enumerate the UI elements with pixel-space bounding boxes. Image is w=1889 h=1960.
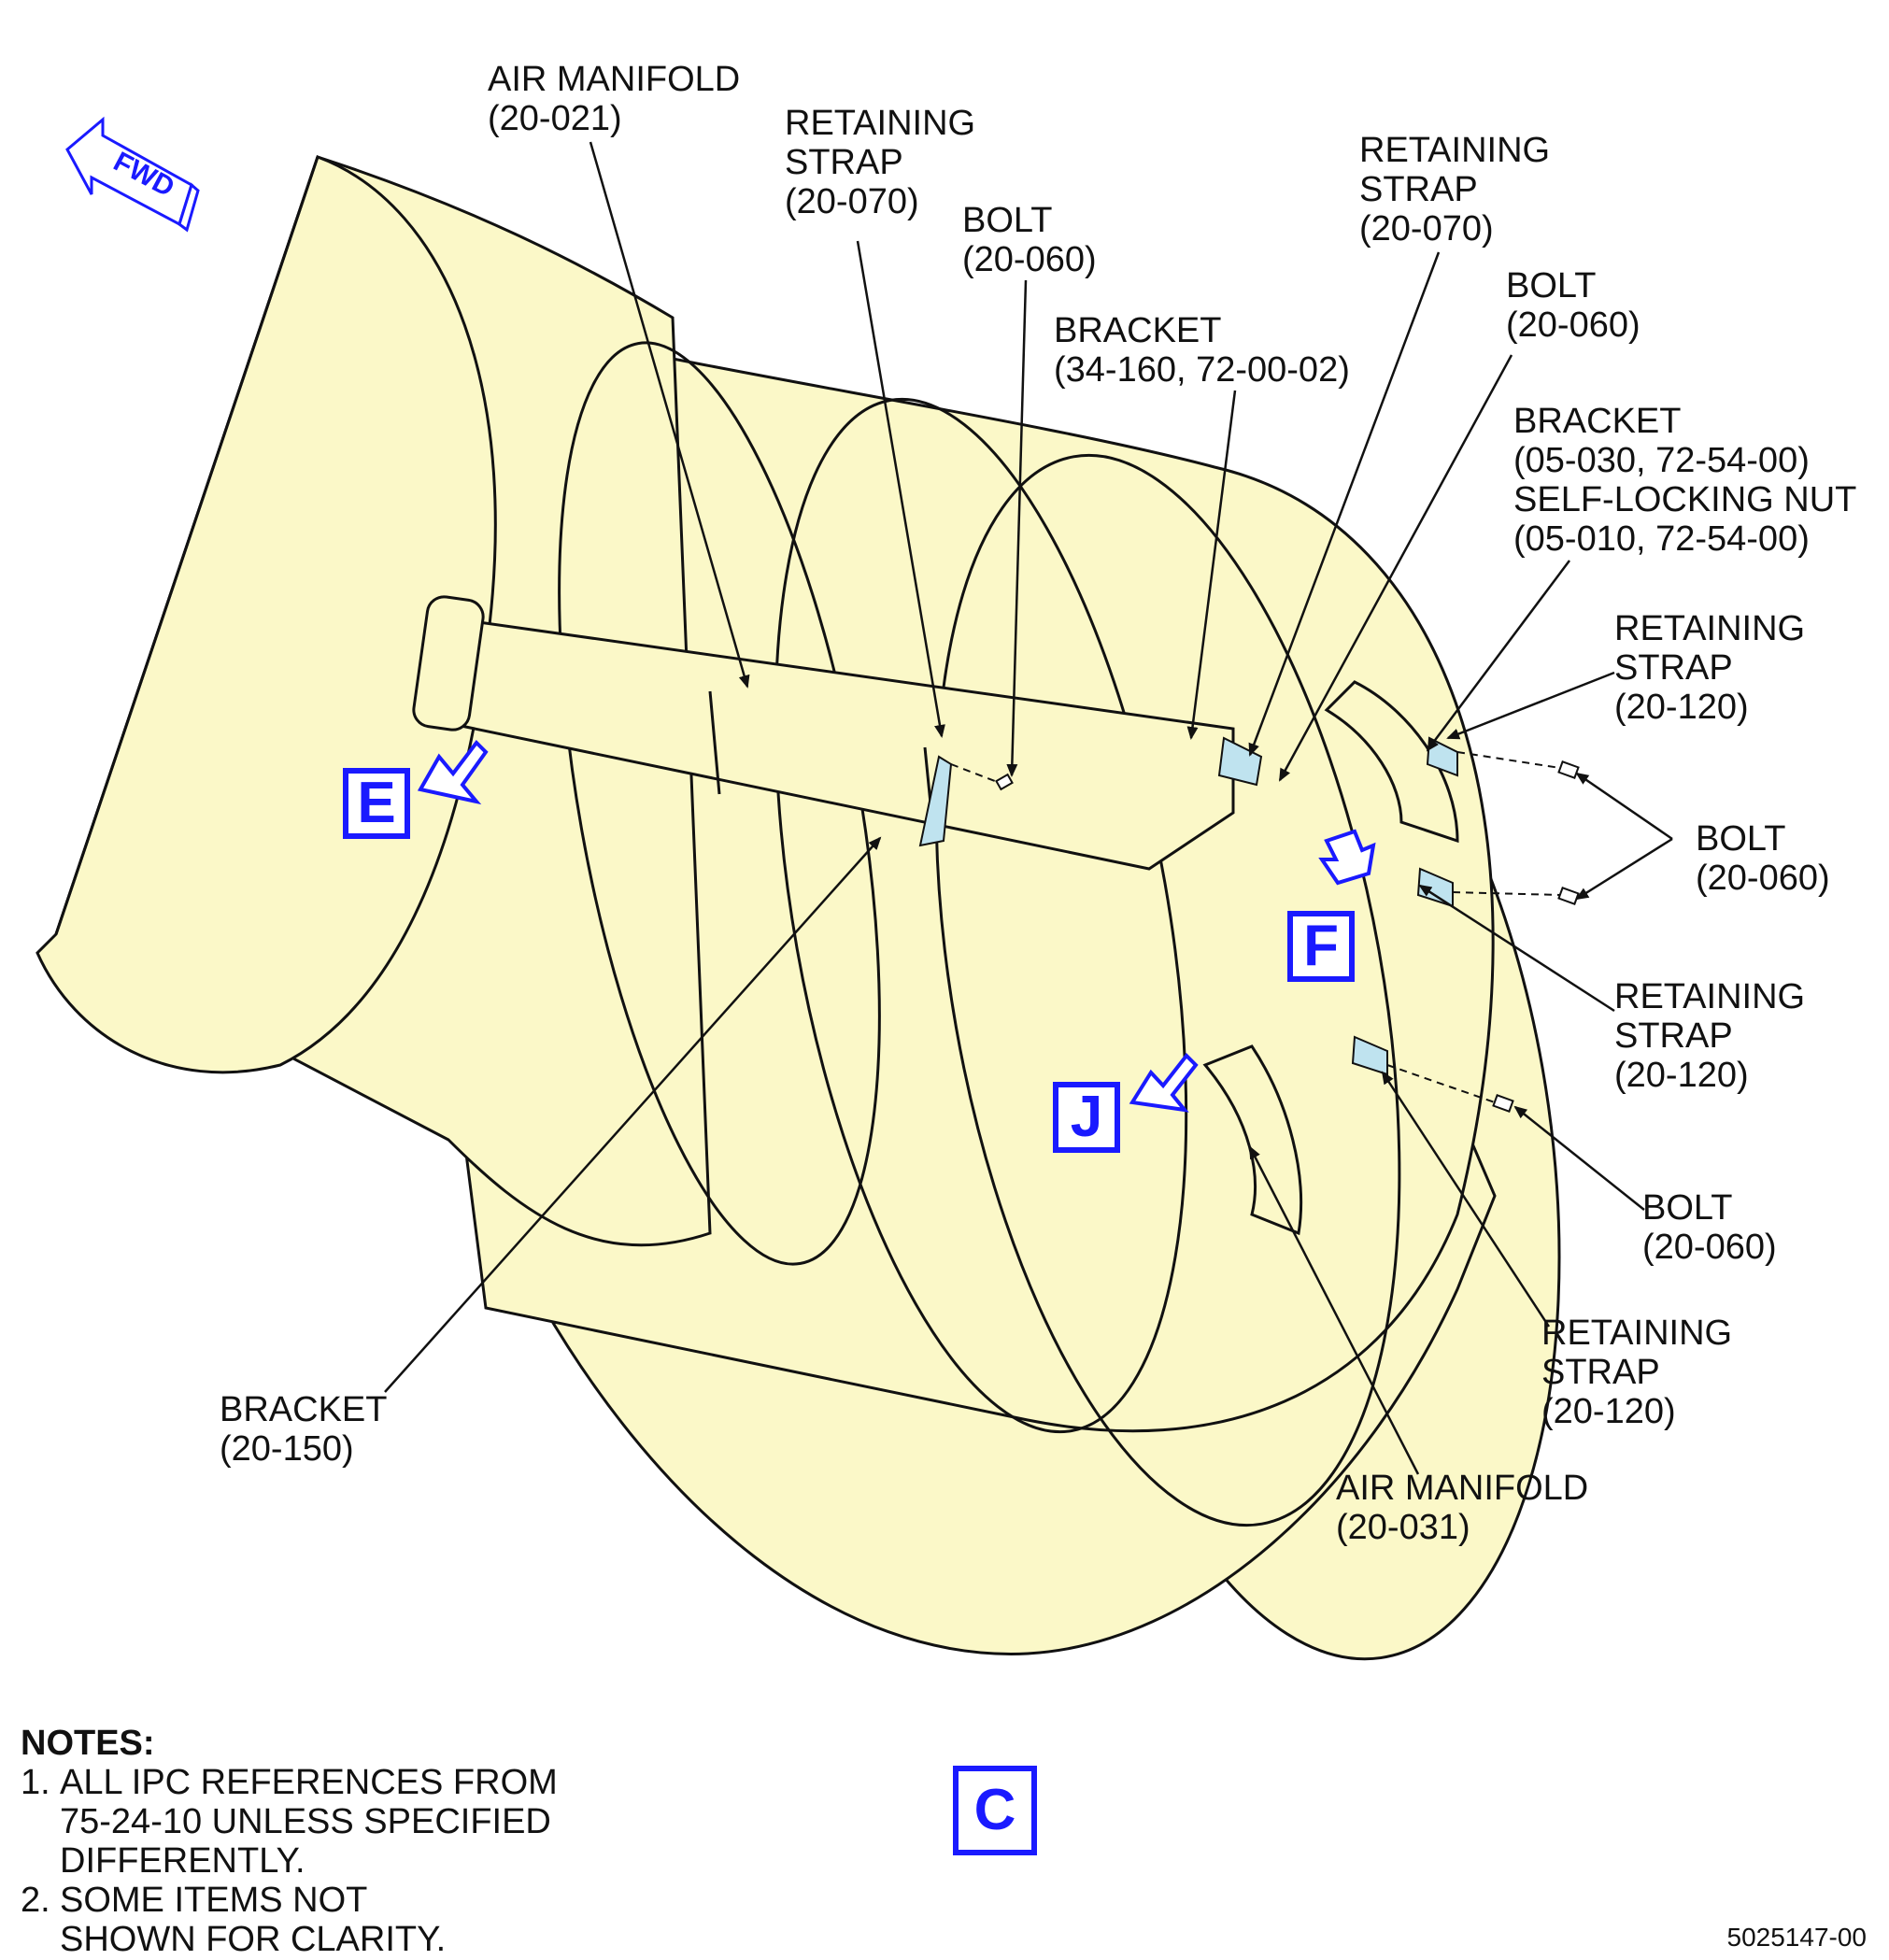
callout-retaining-strap-20-070-left: RETAINING STRAP (20-070)	[785, 104, 976, 221]
callout-bolt-20-060-right-2: BOLT (20-060)	[1642, 1188, 1777, 1267]
callout-retaining-strap-20-120-1: RETAINING STRAP (20-120)	[1614, 609, 1806, 727]
view-f-label: F	[1287, 911, 1355, 982]
view-j-label: J	[1053, 1082, 1120, 1153]
callout-air-manifold-20-021: AIR MANIFOLD (20-021)	[488, 60, 741, 138]
bolt-dashed-lines	[950, 751, 1561, 1103]
notes-heading: NOTES:	[21, 1724, 155, 1763]
callout-bolt-20-060-right-1: BOLT (20-060)	[1696, 819, 1830, 898]
note-item-1: 1. ALL IPC REFERENCES FROM 75-24-10 UNLE…	[21, 1763, 558, 1881]
callout-bracket-20-150: BRACKET (20-150)	[220, 1390, 388, 1469]
callout-bolt-20-060-top-right: BOLT (20-060)	[1506, 266, 1640, 345]
callout-retaining-strap-20-120-2: RETAINING STRAP (20-120)	[1614, 977, 1806, 1095]
engine-casing	[36, 155, 1561, 1661]
callout-bracket-self-locking-nut: BRACKET (05-030, 72-54-00) SELF-LOCKING …	[1513, 402, 1857, 559]
view-e-label: E	[343, 768, 410, 839]
fwd-arrow-icon: FWD	[65, 116, 200, 233]
bolt-markers	[995, 760, 1580, 1113]
callout-retaining-strap-20-070-right: RETAINING STRAP (20-070)	[1359, 131, 1551, 249]
callout-air-manifold-20-031: AIR MANIFOLD (20-031)	[1336, 1469, 1589, 1547]
note-item-2: 2. SOME ITEMS NOT SHOWN FOR CLARITY.	[21, 1881, 558, 1959]
note-text: SOME ITEMS NOT SHOWN FOR CLARITY.	[60, 1881, 447, 1959]
drawing-number: 5025147-00	[1726, 1923, 1867, 1952]
callout-retaining-strap-20-120-3: RETAINING STRAP (20-120)	[1541, 1314, 1733, 1431]
view-c-label: C	[953, 1766, 1037, 1855]
leader-lines	[384, 141, 1673, 1475]
callout-bracket-34-160: BRACKET (34-160, 72-00-02)	[1054, 311, 1350, 390]
note-number: 1.	[21, 1763, 50, 1802]
note-number: 2.	[21, 1881, 50, 1920]
retaining-strap-highlights	[918, 736, 1458, 1076]
note-text: ALL IPC REFERENCES FROM 75-24-10 UNLESS …	[60, 1763, 558, 1881]
notes-block: NOTES: 1. ALL IPC REFERENCES FROM 75-24-…	[21, 1724, 558, 1959]
callout-bolt-20-060-top: BOLT (20-060)	[962, 201, 1097, 279]
view-arrow-icons	[417, 739, 1376, 1113]
